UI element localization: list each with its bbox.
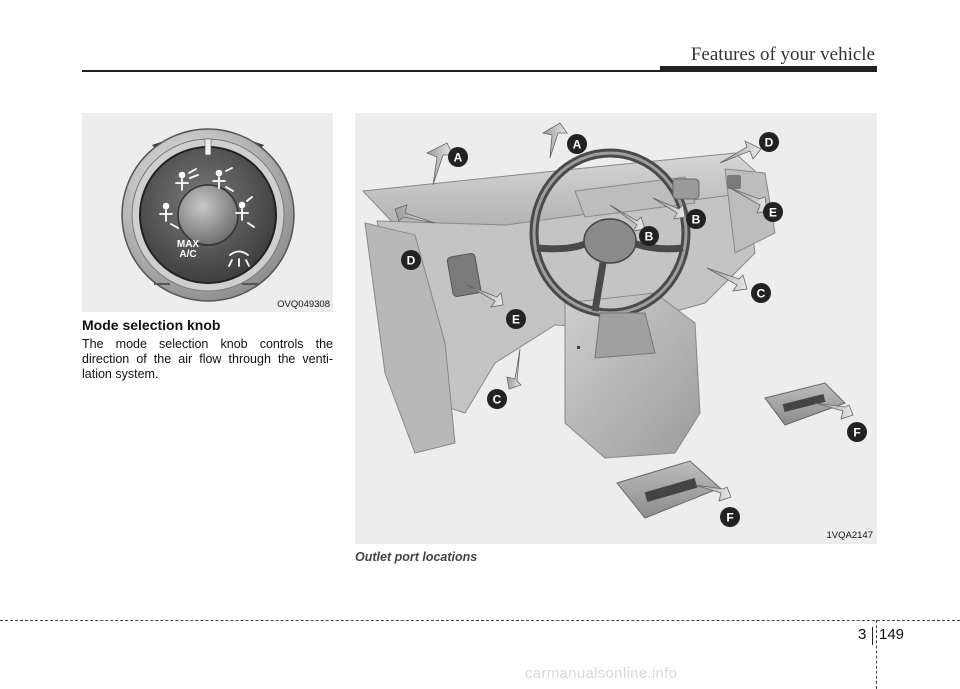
callout-e-left: E	[506, 309, 526, 329]
callout-a-center: A	[567, 134, 587, 154]
callout-d-left: D	[401, 250, 421, 270]
callout-b-right: B	[686, 209, 706, 229]
airflow-arrows	[394, 122, 854, 502]
vent-face-icon	[175, 168, 199, 191]
figure-caption: Outlet port locations	[355, 550, 478, 564]
callout-a-left: A	[448, 147, 468, 167]
callout-e-right: E	[763, 202, 783, 222]
callout-c-right: C	[751, 283, 771, 303]
header-title: Features of your vehicle	[690, 44, 875, 65]
bi-level-icon	[212, 167, 234, 192]
callout-c-left: C	[487, 389, 507, 409]
knob-label-ac: A/C	[179, 249, 196, 260]
svg-text:B: B	[692, 213, 701, 227]
callout-f-lower: F	[720, 507, 740, 527]
svg-text:C: C	[493, 393, 502, 407]
watermark: carmanualsonline.info	[525, 665, 678, 682]
svg-text:D: D	[407, 254, 416, 268]
callout-d-right: D	[759, 132, 779, 152]
svg-text:A: A	[454, 151, 463, 165]
svg-text:C: C	[757, 287, 766, 301]
svg-text:E: E	[512, 313, 520, 327]
rear-duct-upper	[764, 382, 846, 426]
floor-icon	[159, 202, 179, 229]
callout-b-left: B	[639, 226, 659, 246]
floor-defrost-icon	[235, 196, 255, 228]
defrost-icon	[228, 250, 250, 267]
svg-text:B: B	[645, 230, 654, 244]
svg-text:D: D	[765, 136, 774, 150]
dashboard-illustration: A A D E B B C D	[361, 122, 867, 527]
figure-code: OVQ049308	[277, 299, 330, 310]
header-rule-thick	[660, 66, 877, 72]
svg-text:A: A	[573, 138, 582, 152]
rear-duct-lower	[616, 460, 721, 519]
svg-text:F: F	[726, 511, 733, 525]
knob-figure: MAX A/C OVQ049308	[82, 113, 333, 312]
chapter-number: 3	[858, 626, 867, 643]
section-body: The mode selection knob controls the dir…	[82, 337, 333, 381]
footer-rule	[0, 620, 960, 621]
svg-text:E: E	[769, 206, 777, 220]
section-heading: Mode selection knob	[82, 317, 221, 333]
header-rule	[82, 70, 877, 72]
footer-vertical-rule	[876, 620, 877, 689]
page-number: 149	[879, 626, 905, 643]
callout-f-upper: F	[847, 422, 867, 442]
page-divider	[872, 627, 873, 645]
svg-text:F: F	[853, 426, 860, 440]
figure-code: 1VQA2147	[826, 530, 873, 541]
knob-illustration: MAX A/C	[121, 128, 295, 302]
knob-label-max: MAX	[177, 239, 200, 250]
outlet-figure: A A D E B B C D	[355, 113, 877, 544]
